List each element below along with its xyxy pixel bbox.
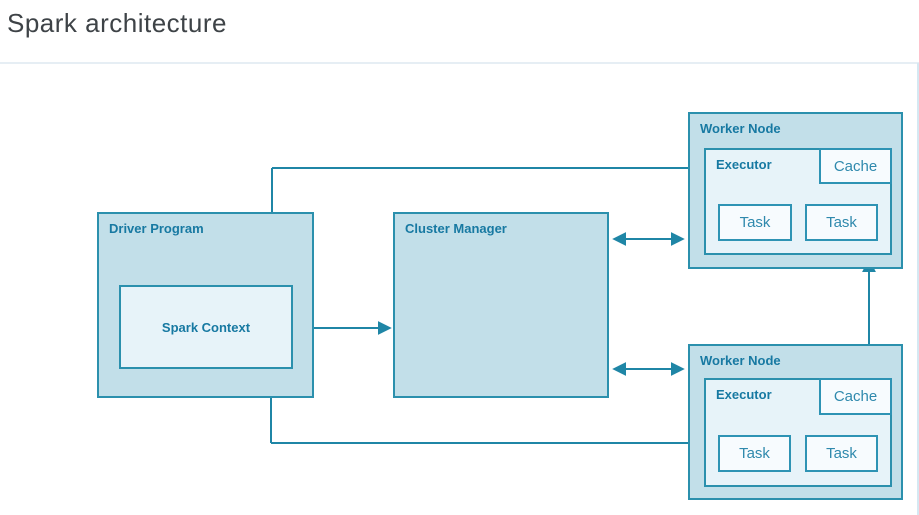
cache-1-label: Cache (833, 157, 878, 175)
driver-program-label: Driver Program (109, 221, 204, 236)
cluster-manager-box: Cluster Manager (393, 212, 609, 398)
cluster-manager-label: Cluster Manager (405, 221, 507, 236)
task-label: Task (739, 214, 771, 231)
task-label: Task (739, 445, 770, 462)
task-box: Task (718, 435, 791, 472)
spark-context-label: Spark Context (161, 319, 251, 335)
task-box: Task (805, 204, 878, 241)
page-title: Spark architecture (7, 8, 227, 38)
task-label: Task (826, 445, 857, 462)
task-box: Task (805, 435, 878, 472)
worker-node-2-label: Worker Node (700, 353, 781, 368)
executor-2-label: Executor (716, 387, 772, 402)
cache-2-box: Cache (819, 378, 892, 415)
header-divider (0, 62, 919, 64)
cache-2-label: Cache (833, 388, 878, 405)
worker-node-1-label: Worker Node (700, 121, 781, 136)
task-label: Task (826, 214, 857, 231)
cache-1-box: Cache (819, 148, 892, 184)
spark-context-box: Spark Context (119, 285, 293, 369)
executor-1-label: Executor (716, 157, 772, 172)
task-box: Task (718, 204, 792, 241)
panel-right-edge (917, 63, 919, 515)
